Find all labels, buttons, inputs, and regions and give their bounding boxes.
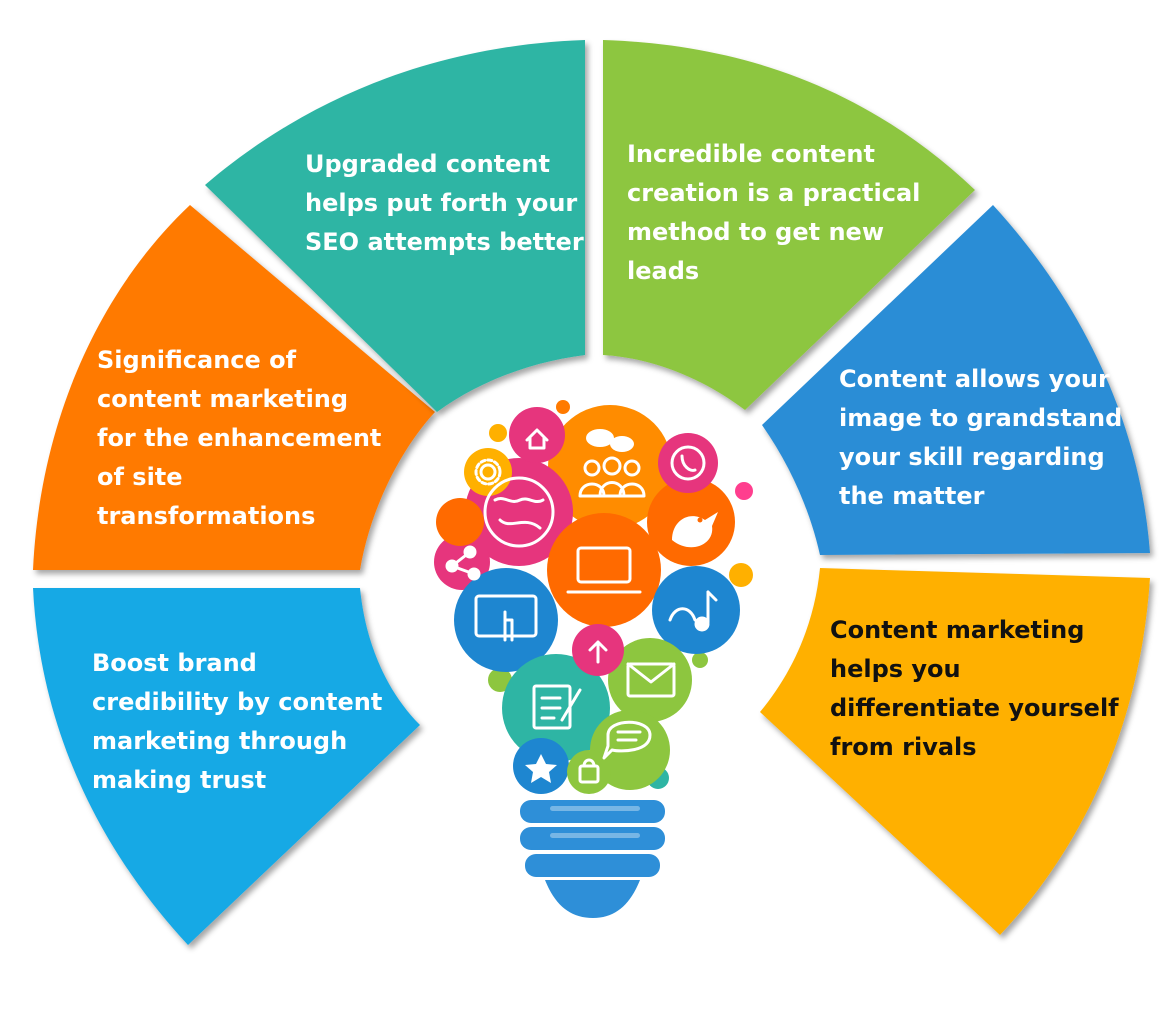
laptop-icon (566, 546, 642, 594)
segment-text-line: for the enhancement (97, 424, 382, 452)
document-edit-icon (532, 684, 582, 730)
segment-text-line: image to grandstand (839, 404, 1123, 432)
segment-text-line: your skill regarding (839, 443, 1105, 471)
segment-text-line: Boost brand (92, 649, 257, 677)
bird-icon (672, 512, 718, 548)
segment-orange-text: Significance of content marketing for the … (97, 341, 381, 536)
segment-text-line: Content allows your (839, 365, 1110, 393)
segment-yellow-text: Content marketing helps you differentiate … (830, 611, 1119, 767)
segment-text-line: credibility by content (92, 688, 383, 716)
segment-text-line: SEO attempts better (305, 228, 584, 256)
phone-icon (670, 445, 706, 481)
segment-text-line: making trust (92, 766, 267, 794)
segment-text-line: differentiate yourself (830, 694, 1119, 722)
gear-icon (474, 458, 502, 486)
segment-text-line: Significance of (97, 346, 297, 374)
chat-icon (586, 429, 634, 452)
shopping-bag-icon (578, 758, 600, 784)
segment-text-line: the matter (839, 482, 985, 510)
share-icon (445, 545, 481, 581)
upload-icon (588, 640, 608, 664)
segment-text-line: content marketing (97, 385, 349, 413)
segment-text-line: leads (627, 257, 700, 285)
segment-text-line: helps put forth your (305, 189, 578, 217)
segment-skyblue (33, 588, 420, 945)
segment-text-line: helps you (830, 655, 961, 683)
segment-text-line: of site (97, 463, 183, 491)
home-icon (525, 428, 549, 450)
light-bulb (434, 400, 753, 918)
segment-orange (33, 205, 435, 570)
music-icon (668, 590, 718, 632)
people-icon (578, 456, 646, 498)
segment-green-text: Incredible content creation is a practica… (627, 135, 920, 291)
segment-text-line: Content marketing (830, 616, 1085, 644)
segment-yellow (760, 568, 1150, 935)
segment-text-line: marketing through (92, 727, 348, 755)
segment-green (603, 40, 975, 410)
segment-teal (205, 40, 585, 412)
segment-skyblue-text: Boost brand credibility by content marketi… (92, 644, 382, 800)
envelope-icon (626, 662, 676, 698)
segment-text-line: creation is a practical (627, 179, 921, 207)
segment-text-line: Incredible content (627, 140, 875, 168)
star-icon (525, 754, 557, 783)
segment-text-line: Upgraded content (305, 150, 550, 178)
segment-text-line: from rivals (830, 733, 977, 761)
segment-text-line: transformations (97, 502, 316, 530)
segment-blue (762, 205, 1150, 555)
globe-icon (483, 476, 555, 548)
touchscreen-icon (474, 594, 538, 642)
segment-blue-text: Content allows your image to grandstand yo… (839, 360, 1122, 516)
bulb-base (520, 800, 665, 918)
segment-text-line: method to get new (627, 218, 885, 246)
message-icon (602, 720, 652, 760)
